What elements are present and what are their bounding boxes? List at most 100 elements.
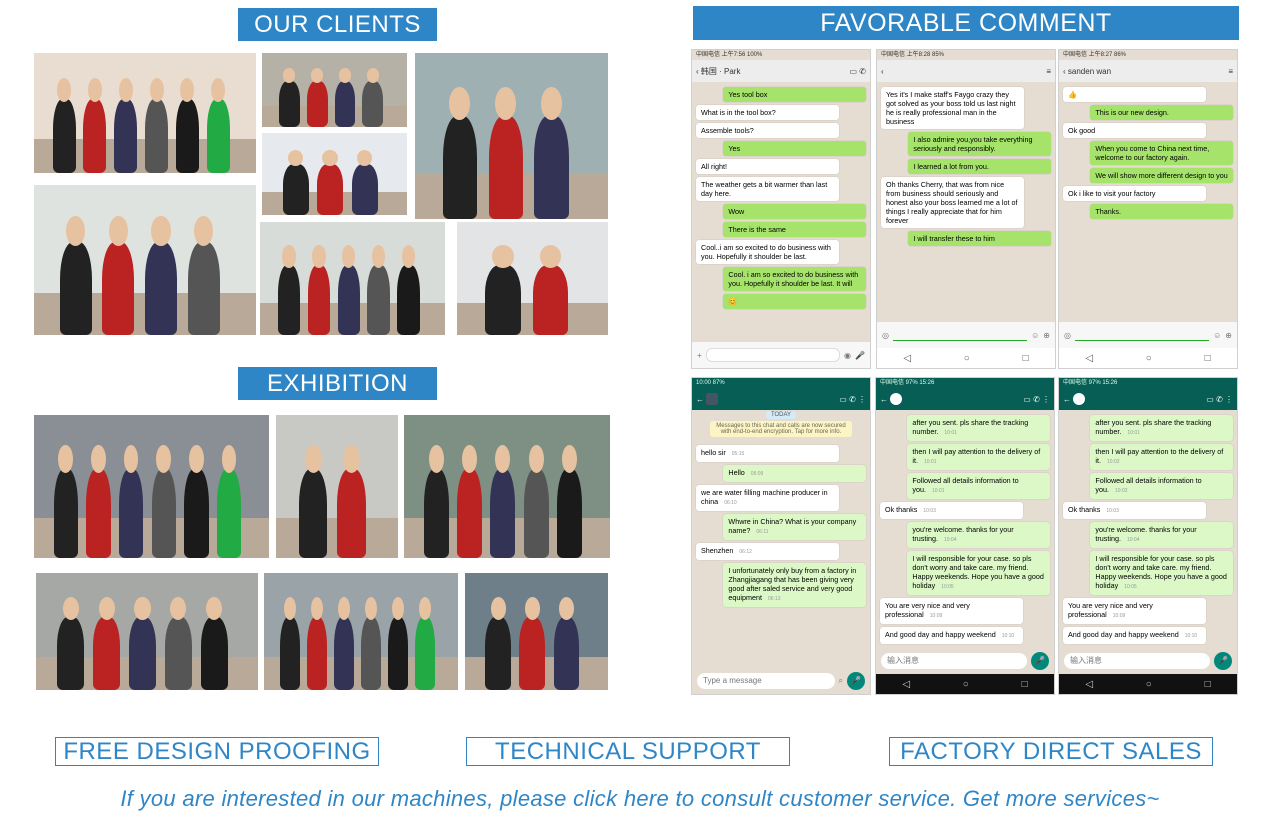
message-time: 06:13 bbox=[767, 596, 781, 602]
exhibition-photo bbox=[36, 573, 258, 690]
camera-icon[interactable]: ◉ bbox=[844, 350, 852, 360]
message-text: This is our new design. bbox=[1095, 108, 1169, 117]
exhibition-photo bbox=[264, 573, 458, 690]
home-nav-icon[interactable]: ○ bbox=[963, 352, 970, 364]
free-design-proofing-button[interactable]: FREE DESIGN PROOFING bbox=[55, 737, 379, 766]
voice-icon[interactable]: ◎ bbox=[882, 330, 889, 340]
message-time: 10:02 bbox=[1107, 459, 1120, 465]
client-photo bbox=[34, 53, 256, 173]
mic-icon[interactable]: 🎤 bbox=[1031, 652, 1049, 670]
person-figure bbox=[490, 444, 516, 558]
more-icon[interactable]: ≡ bbox=[1228, 66, 1233, 76]
more-icon[interactable]: ⋮ bbox=[858, 394, 866, 404]
chat-message: We will show more different design to yo… bbox=[1090, 168, 1233, 183]
chat-message: What is in the tool box? bbox=[696, 105, 839, 120]
person-figure bbox=[102, 215, 135, 335]
recent-nav-icon[interactable]: □ bbox=[1204, 678, 1211, 690]
mic-icon[interactable]: 🎤 bbox=[855, 350, 865, 360]
person-figure bbox=[307, 245, 331, 335]
home-nav-icon[interactable]: ○ bbox=[1145, 352, 1152, 364]
chat-header: ← ▭ ✆ ⋮ bbox=[692, 388, 870, 410]
chat-message: Oh thanks Cherry, that was from nice fro… bbox=[881, 177, 1024, 228]
chat-message: I also admire you,you take everything se… bbox=[908, 132, 1051, 156]
input-bar[interactable]: Type a message⌕ 🎤 bbox=[692, 668, 870, 694]
home-nav-icon[interactable]: ○ bbox=[962, 678, 969, 690]
message-text: All right! bbox=[701, 162, 727, 171]
more-icon[interactable]: ⋮ bbox=[1042, 394, 1050, 404]
video-call-icon[interactable]: ▭ bbox=[1023, 394, 1031, 404]
chat-message: Thanks. bbox=[1090, 204, 1233, 219]
person-figure bbox=[187, 215, 220, 335]
back-icon[interactable]: ‹ bbox=[1063, 66, 1066, 76]
recent-nav-icon[interactable]: □ bbox=[1022, 352, 1029, 364]
phone-icon[interactable]: ✆ bbox=[849, 394, 856, 404]
message-input[interactable]: Type a message bbox=[697, 673, 835, 689]
input-bar[interactable]: 输入消息🎤 bbox=[1059, 648, 1237, 674]
add-icon[interactable]: ⊕ bbox=[1043, 330, 1050, 340]
back-icon[interactable]: ← bbox=[696, 394, 704, 404]
recent-nav-icon[interactable]: □ bbox=[1021, 678, 1028, 690]
message-time: 10:03 bbox=[923, 508, 936, 514]
video-call-icon[interactable]: ▭ bbox=[849, 66, 858, 76]
mic-icon[interactable]: 🎤 bbox=[847, 672, 865, 690]
person-figure bbox=[86, 444, 111, 558]
input-bar[interactable]: + ◉🎤 bbox=[692, 341, 870, 368]
technical-support-button[interactable]: TECHNICAL SUPPORT bbox=[466, 737, 790, 766]
more-icon[interactable]: ⋮ bbox=[1225, 394, 1233, 404]
mic-icon[interactable]: 🎤 bbox=[1214, 652, 1232, 670]
more-icon[interactable]: ≡ bbox=[1046, 66, 1051, 76]
message-time: 10:03 bbox=[1106, 508, 1119, 514]
consult-service-link[interactable]: If you are interested in our machines, p… bbox=[120, 786, 1160, 811]
message-text: after you sent. pls share the tracking n… bbox=[1095, 418, 1212, 436]
phone-icon[interactable]: ✆ bbox=[859, 66, 866, 76]
person-figure bbox=[442, 87, 478, 219]
person-figure bbox=[118, 444, 144, 558]
back-icon[interactable]: ← bbox=[880, 394, 888, 404]
person-figure bbox=[93, 597, 121, 690]
emoji-icon[interactable]: ☺ bbox=[1031, 330, 1040, 340]
person-figure bbox=[164, 597, 192, 690]
recent-nav-icon[interactable]: □ bbox=[1204, 352, 1211, 364]
message-input[interactable]: 输入消息 bbox=[881, 653, 1027, 669]
back-nav-icon[interactable]: ◁ bbox=[1085, 678, 1094, 690]
chat-screenshot-6: 中国电信 97% 15:26 ← ▭ ✆ ⋮ after you sent. p… bbox=[1058, 377, 1238, 695]
phone-icon[interactable]: ✆ bbox=[1216, 394, 1223, 404]
voice-icon[interactable]: ◎ bbox=[1064, 330, 1071, 340]
day-label: TODAY bbox=[765, 411, 797, 419]
back-icon[interactable]: ‹ bbox=[696, 66, 699, 76]
message-text: then I will pay attention to the deliver… bbox=[1095, 447, 1224, 465]
add-icon[interactable]: + bbox=[697, 350, 702, 360]
input-bar[interactable]: 输入消息🎤 bbox=[876, 648, 1054, 674]
back-icon[interactable]: ‹ bbox=[881, 66, 884, 76]
person-figure bbox=[145, 77, 169, 173]
input-bar[interactable]: ◎ ☺⊕ bbox=[877, 321, 1055, 348]
factory-direct-sales-button[interactable]: FACTORY DIRECT SALES bbox=[889, 737, 1213, 766]
message-text: You are very nice and very professional bbox=[1068, 601, 1153, 619]
back-nav-icon[interactable]: ◁ bbox=[903, 352, 912, 364]
input-bar[interactable]: ◎ ☺⊕ bbox=[1059, 321, 1237, 348]
back-icon[interactable]: ← bbox=[1063, 394, 1071, 404]
video-call-icon[interactable]: ▭ bbox=[839, 394, 847, 404]
add-icon[interactable]: ⊕ bbox=[1225, 330, 1232, 340]
back-nav-icon[interactable]: ◁ bbox=[902, 678, 911, 690]
attach-icon[interactable]: ⌕ bbox=[838, 676, 843, 685]
person-figure bbox=[532, 245, 568, 335]
avatar bbox=[890, 393, 903, 405]
chat-message: after you sent. pls share the tracking n… bbox=[907, 415, 1050, 441]
message-text: Yes bbox=[728, 144, 741, 153]
video-call-icon[interactable]: ▭ bbox=[1206, 394, 1214, 404]
chat-message: 😊 bbox=[723, 294, 866, 309]
person-figure bbox=[367, 245, 390, 335]
emoji-icon[interactable]: ☺ bbox=[1213, 330, 1222, 340]
person-figure bbox=[282, 149, 309, 215]
status-bar: 中国电信 上午8:28 85% bbox=[881, 52, 945, 58]
phone-icon[interactable]: ✆ bbox=[1033, 394, 1040, 404]
message-input[interactable]: 输入消息 bbox=[1064, 653, 1210, 669]
encryption-notice[interactable]: Messages to this chat and calls are now … bbox=[710, 421, 852, 437]
person-figure bbox=[362, 68, 384, 127]
back-nav-icon[interactable]: ◁ bbox=[1085, 352, 1094, 364]
chat-message: There is the same bbox=[723, 222, 866, 237]
home-nav-icon[interactable]: ○ bbox=[1145, 678, 1152, 690]
message-text: The weather gets a bit warmer than last … bbox=[701, 180, 828, 198]
